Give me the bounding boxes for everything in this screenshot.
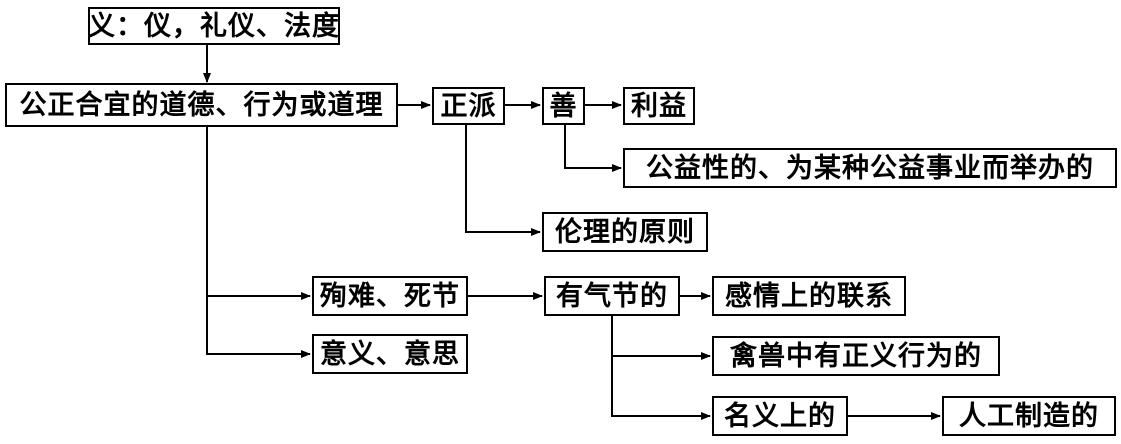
edge-n1-n7 <box>206 127 311 300</box>
node-integrity: 有气节的 <box>544 276 680 316</box>
node-righteous-beasts: 禽兽中有正义行为的 <box>712 336 1000 376</box>
edge-n2-n6 <box>465 125 541 236</box>
node-emotional-bond: 感情上的联系 <box>712 276 906 316</box>
node-good: 善 <box>542 87 585 125</box>
edge-n8-n11 <box>611 316 711 360</box>
node-ethical-principle: 伦理的原则 <box>542 212 708 252</box>
edge-n3-n5 <box>564 125 622 172</box>
node-artificial: 人工制造的 <box>942 396 1116 436</box>
node-nominal: 名义上的 <box>712 396 848 436</box>
edge-n1-n10 <box>206 296 311 358</box>
edge-n8-n12 <box>611 356 711 420</box>
node-martyrdom: 殉难、死节 <box>312 276 468 316</box>
node-benefit: 利益 <box>623 87 695 125</box>
node-public-welfare: 公益性的、为某种公益事业而举办的 <box>623 148 1117 188</box>
node-upright: 正派 <box>432 87 505 125</box>
node-meaning: 意义、意思 <box>312 334 468 374</box>
node-moral-conduct: 公正合宜的道德、行为或道理 <box>5 83 398 127</box>
node-yi-definition: 义：仪，礼仪、法度 <box>88 7 340 45</box>
